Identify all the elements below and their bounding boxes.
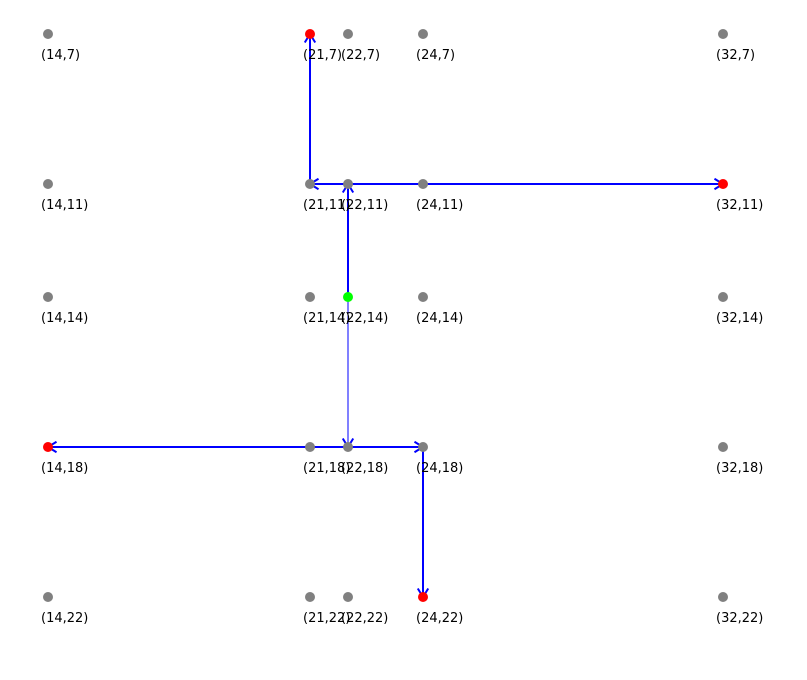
node-label: (32,7)	[716, 48, 755, 63]
node-label: (32,11)	[716, 198, 763, 213]
target-node	[43, 442, 53, 452]
node-label: (32,18)	[716, 461, 763, 476]
node-label: (22,11)	[341, 198, 388, 213]
grid-node	[418, 29, 428, 39]
node-label: (21,11)	[303, 198, 350, 213]
edge	[46, 440, 348, 454]
grid-node	[343, 442, 353, 452]
grid-node	[305, 442, 315, 452]
node-label: (24,18)	[416, 461, 463, 476]
grid-node	[43, 179, 53, 189]
node-label: (14,11)	[41, 198, 88, 213]
node-label: (32,14)	[716, 311, 763, 326]
grid-node	[718, 29, 728, 39]
nodes-layer	[43, 29, 728, 602]
edge	[308, 177, 348, 191]
edge	[348, 177, 725, 191]
target-node	[305, 29, 315, 39]
node-label: (24,14)	[416, 311, 463, 326]
grid-node	[718, 592, 728, 602]
grid-node	[418, 442, 428, 452]
start-node	[343, 292, 353, 302]
edge	[348, 440, 425, 454]
node-label: (14,22)	[41, 611, 88, 626]
grid-node	[43, 29, 53, 39]
node-label: (21,18)	[303, 461, 350, 476]
grid-node	[718, 292, 728, 302]
node-label: (14,7)	[41, 48, 80, 63]
target-node	[718, 179, 728, 189]
node-label: (22,7)	[341, 48, 380, 63]
node-label: (21,22)	[303, 611, 350, 626]
node-label: (14,14)	[41, 311, 88, 326]
grid-node	[343, 29, 353, 39]
node-label: (22,18)	[341, 461, 388, 476]
node-label: (21,14)	[303, 311, 350, 326]
node-label: (14,18)	[41, 461, 88, 476]
node-label: (24,7)	[416, 48, 455, 63]
grid-node	[305, 179, 315, 189]
grid-node	[718, 442, 728, 452]
grid-node	[43, 292, 53, 302]
node-label: (24,22)	[416, 611, 463, 626]
labels-layer: (14,7) (21,7)(22,7) (24,7) (32,7) (14,11) (21…	[41, 48, 763, 626]
node-label: (24,11)	[416, 198, 463, 213]
grid-node	[43, 592, 53, 602]
grid-node	[343, 592, 353, 602]
target-node	[418, 592, 428, 602]
edges-layer	[46, 32, 725, 599]
node-label: (21,7)	[303, 48, 342, 63]
grid-node	[343, 179, 353, 189]
node-label: (32,22)	[716, 611, 763, 626]
node-label: (22,22)	[341, 611, 388, 626]
grid-node	[305, 292, 315, 302]
grid-node	[418, 179, 428, 189]
grid-node	[418, 292, 428, 302]
node-label: (22,14)	[341, 311, 388, 326]
grid-node	[305, 592, 315, 602]
